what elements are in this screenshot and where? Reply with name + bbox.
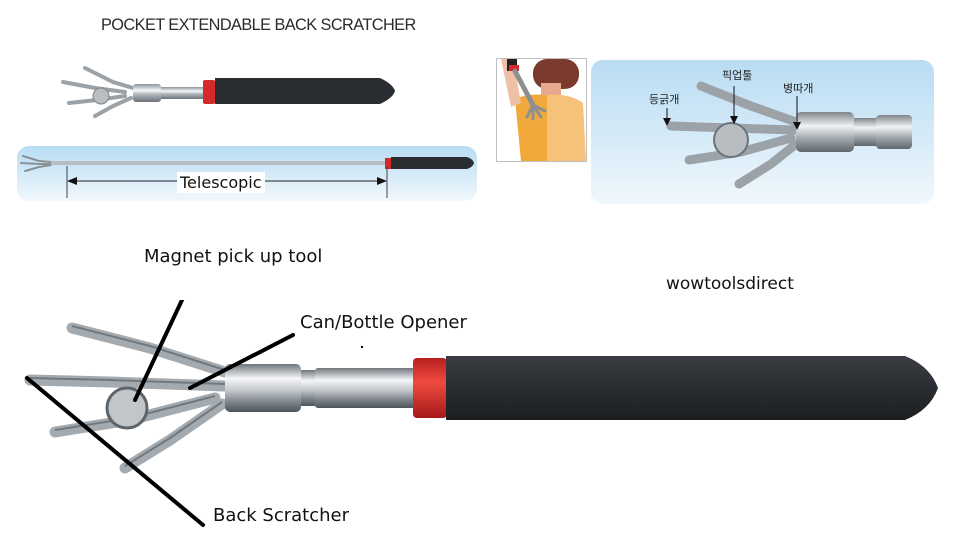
korean-label-bottle-opener: 병따개 xyxy=(783,82,814,95)
person-scratching-back-illustration xyxy=(496,58,587,162)
callout-magnet-pickup-tool: Magnet pick up tool xyxy=(144,246,323,267)
detail-panel: 등긁개 픽업툴 병따개 xyxy=(591,60,934,204)
telescopic-panel: Telescopic xyxy=(17,146,477,201)
callout-can-bottle-opener: Can/Bottle Opener xyxy=(300,312,467,333)
korean-label-pickup-tool: 픽업툴 xyxy=(722,69,753,82)
korean-label-back-scratcher: 등긁개 xyxy=(649,93,680,106)
main-tool-diagram xyxy=(0,300,960,548)
watermark: wowtoolsdirect xyxy=(666,274,794,294)
page-title: POCKET EXTENDABLE BACK SCRATCHER xyxy=(101,15,416,34)
callout-back-scratcher: Back Scratcher xyxy=(213,505,350,526)
telescopic-label: Telescopic xyxy=(177,172,265,193)
compact-tool-image xyxy=(55,62,400,122)
